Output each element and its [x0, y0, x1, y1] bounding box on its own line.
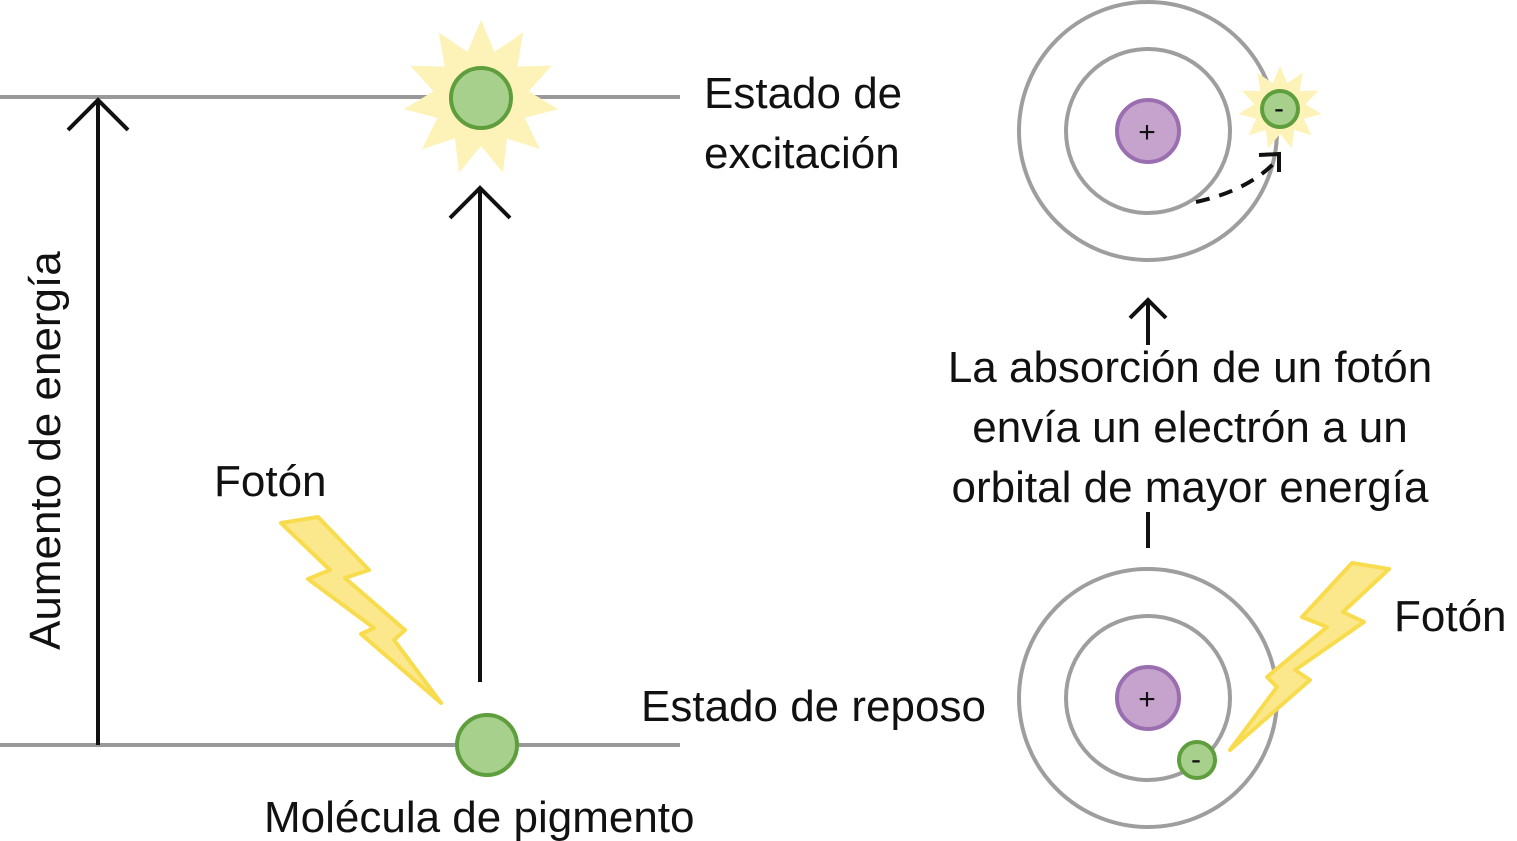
absorption-caption-1: La absorción de un fotón: [948, 343, 1432, 392]
excited-electron: [1260, 89, 1300, 129]
excitation-arrow: [448, 185, 512, 682]
absorption-caption-3: orbital de mayor energía: [952, 463, 1429, 512]
excited-state-label-2: excitación: [704, 129, 900, 178]
ground-state-label: Estado de reposo: [641, 682, 986, 731]
photon-lightning-icon: [1228, 561, 1391, 752]
energy-axis-label: Aumento de energía: [21, 251, 70, 650]
excited-state-label-1: Estado de: [704, 69, 902, 118]
excited-atom: + -: [1017, 0, 1322, 262]
photon-label-right: Fotón: [1394, 592, 1507, 641]
inner-orbit: [1064, 614, 1232, 782]
photon-label-left: Fotón: [214, 457, 327, 506]
electron-jump-dashed-arrow: [1195, 158, 1279, 204]
nucleus-plus-sign: +: [1138, 683, 1156, 716]
nucleus-plus-sign: +: [1138, 116, 1156, 149]
nucleus: [1115, 98, 1181, 164]
ground-electron: [1177, 740, 1217, 780]
electron-minus-sign: -: [1191, 743, 1201, 776]
energy-axis-arrow: [66, 97, 130, 745]
pigment-molecule-label: Molécula de pigmento: [264, 793, 694, 841]
nucleus: [1115, 665, 1181, 731]
electron-jump-arrowhead: [1258, 151, 1281, 172]
excited-pigment-molecule: [449, 66, 513, 130]
inner-orbit: [1064, 47, 1232, 215]
photon-lightning-icon: [279, 515, 443, 705]
electron-minus-sign: -: [1274, 92, 1284, 125]
absorption-caption-2: envía un electrón a un: [972, 403, 1407, 452]
ground-pigment-molecule: [455, 713, 519, 777]
ground-atom: + -: [1017, 567, 1279, 829]
absorption-arrow: [1128, 297, 1168, 548]
